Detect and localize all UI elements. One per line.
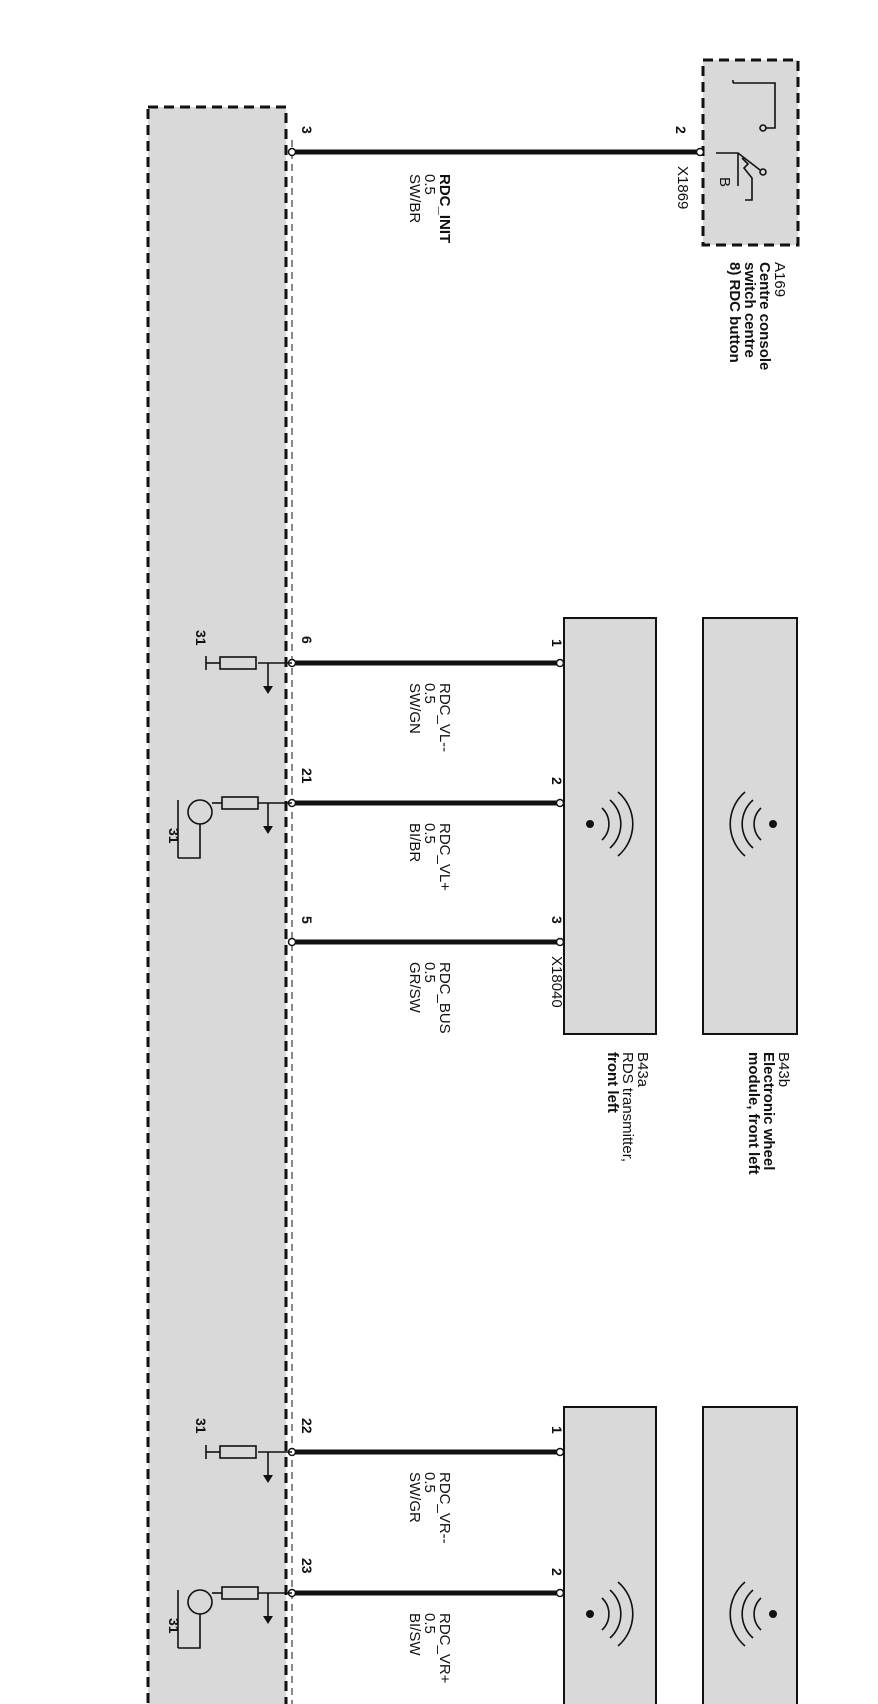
svg-text:GR/SW: GR/SW	[406, 962, 423, 1014]
svg-text:0.5: 0.5	[421, 174, 438, 195]
resistor-ground-pin6	[205, 656, 292, 694]
module-pin-5: 5	[299, 916, 315, 924]
wire-label-rdc-init: RDC_INIT 0.5 SW/BR	[406, 174, 453, 243]
resistor-ground-pin22	[205, 1445, 292, 1483]
svg-text:SW/BR: SW/BR	[406, 174, 423, 223]
right-transmitter-radio-icon	[586, 1581, 634, 1647]
right-transmitter-pin-1: 1	[549, 1426, 565, 1434]
b43b-radio-icon	[729, 791, 777, 857]
wire-label-rdc-vl-plus: RDC_VL+ 0.5 BI/BR	[406, 823, 453, 891]
wire-label-rdc-vl-minus: RDC_VL-- 0.5 SW/GN	[406, 683, 453, 752]
svg-text:Centre console: Centre console	[756, 262, 773, 370]
svg-text:front left: front left	[604, 1052, 621, 1113]
wire-label-rdc-vr-minus: RDC_VR-- 0.5 SW/GR	[406, 1472, 453, 1544]
wire-label-rdc-vr-plus: RDC_VR+ 0.5 BI/SW	[406, 1613, 453, 1684]
switch-symbol	[716, 80, 776, 201]
svg-text:8) RDC button: 8) RDC button	[726, 262, 743, 363]
svg-text:BI/BR: BI/BR	[406, 823, 423, 862]
svg-text:BI/SW: BI/SW	[406, 1613, 423, 1656]
transistor-ground-pin21	[177, 796, 292, 859]
module-pin-22: 22	[299, 1418, 315, 1434]
svg-text:module, front left: module, front left	[745, 1052, 762, 1175]
b43a-transmitter-box	[563, 617, 657, 1035]
svg-text:RDC_INIT: RDC_INIT	[436, 174, 453, 243]
a169-label: A169 Centre console switch centre 8) RDC…	[726, 262, 788, 370]
wire-label-rdc-bus: RDC_BUS 0.5 GR/SW	[406, 962, 453, 1034]
svg-text:0.5: 0.5	[421, 683, 438, 704]
right-transmitter-box	[563, 1406, 657, 1704]
svg-text:RDC_VR+: RDC_VR+	[436, 1613, 453, 1684]
svg-text:A169: A169	[771, 262, 788, 297]
a169-connector: X1869	[674, 166, 691, 209]
svg-text:B43a: B43a	[634, 1052, 651, 1088]
svg-text:B43b: B43b	[775, 1052, 792, 1087]
right-wheel-module-radio-icon	[729, 1581, 777, 1647]
transistor-ground-pin23	[177, 1586, 292, 1649]
ground-label-31-d: 31	[166, 1618, 182, 1634]
ground-label-31-c: 31	[193, 1418, 209, 1434]
b43a-pin-2: 2	[549, 777, 565, 785]
b43a-pin-1: 1	[549, 639, 565, 647]
svg-text:0.5: 0.5	[421, 823, 438, 844]
b43a-radio-icon	[586, 791, 634, 857]
svg-text:0.5: 0.5	[421, 962, 438, 983]
right-transmitter-pin-2: 2	[549, 1568, 565, 1576]
svg-text:RDC_BUS: RDC_BUS	[436, 962, 453, 1034]
control-module-box	[146, 105, 288, 1704]
svg-text:0.5: 0.5	[421, 1472, 438, 1493]
module-pin-3: 3	[299, 126, 315, 134]
svg-text:0.5: 0.5	[421, 1613, 438, 1634]
svg-text:RDC_VL+: RDC_VL+	[436, 823, 453, 891]
b43a-label: B43a RDS transmitter, front left	[604, 1052, 651, 1162]
ground-label-31-b: 31	[166, 828, 182, 844]
b43a-pin-3: 3	[549, 916, 565, 924]
svg-text:RDC_VR--: RDC_VR--	[436, 1472, 453, 1544]
svg-text:Electronic wheel: Electronic wheel	[760, 1052, 777, 1170]
svg-text:RDC_VL--: RDC_VL--	[436, 683, 453, 752]
right-wheel-module-box	[702, 1406, 798, 1704]
b43b-wheel-module-box	[702, 617, 798, 1035]
module-pin-21: 21	[299, 768, 315, 784]
a169-pin-2: 2	[673, 126, 689, 134]
module-pin-23: 23	[299, 1558, 315, 1574]
module-pin-6: 6	[299, 636, 315, 644]
svg-text:SW/GR: SW/GR	[406, 1472, 423, 1523]
svg-text:switch centre: switch centre	[741, 262, 758, 358]
b43a-connector: X18040	[548, 956, 565, 1008]
svg-text:SW/GN: SW/GN	[406, 683, 423, 734]
ground-label-31-a: 31	[193, 630, 209, 646]
a169-switch-b: B	[716, 177, 733, 187]
svg-text:RDS transmitter,: RDS transmitter,	[619, 1052, 636, 1162]
b43b-label: B43b Electronic wheel module, front left	[745, 1052, 792, 1175]
